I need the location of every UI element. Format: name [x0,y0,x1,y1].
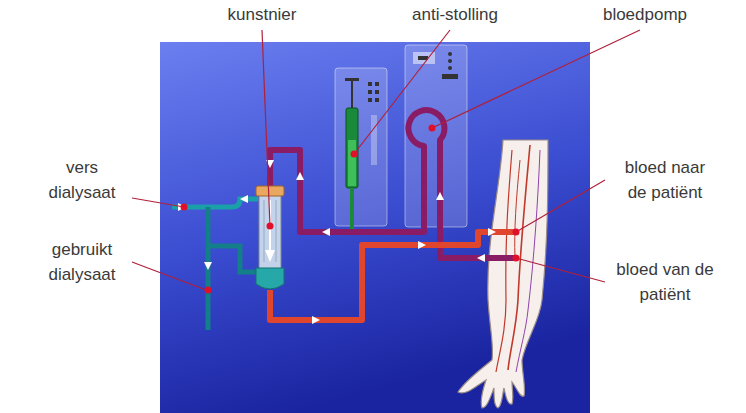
callout-label: gebruikt dialysaat [36,237,128,287]
flow-arrows [178,160,496,324]
dialyser [256,186,284,289]
callout-label: anti-stolling [380,2,530,27]
used-dialysate-line [208,207,258,330]
callout-label: kunstnier [197,2,327,27]
leader-lines [132,30,640,290]
arterial-line [270,232,515,320]
syringe [345,78,359,232]
callout-label: bloed naar de patiënt [616,155,714,205]
background-panel [160,42,590,413]
blood-pump-unit [405,45,467,227]
callout-label: bloedpomp [580,2,710,27]
callout-label: bloed van de patiënt [616,257,714,307]
patient-arm [458,140,548,408]
anti-coagulant-pump [335,68,387,226]
leader-dots [181,125,520,294]
callout-label: vers dialysaat [36,155,128,205]
